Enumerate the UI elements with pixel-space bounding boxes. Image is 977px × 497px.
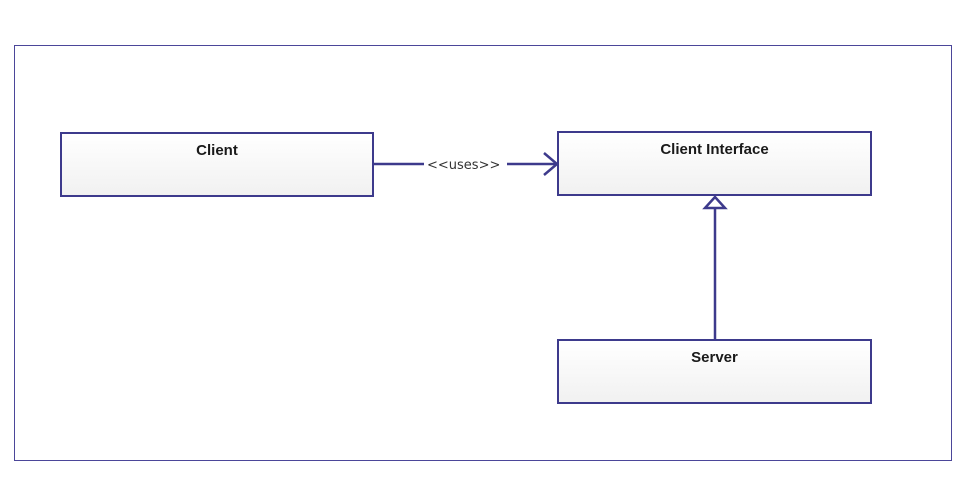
class-server-name: Server [691, 349, 738, 366]
realization-arrowhead [702, 195, 728, 210]
class-client-interface[interactable]: Client Interface [557, 131, 872, 196]
class-client[interactable]: Client [60, 132, 374, 197]
class-server[interactable]: Server [557, 339, 872, 404]
class-client-interface-name: Client Interface [660, 141, 769, 158]
class-client-name: Client [196, 142, 238, 159]
uses-label: <<uses>> [427, 158, 500, 173]
